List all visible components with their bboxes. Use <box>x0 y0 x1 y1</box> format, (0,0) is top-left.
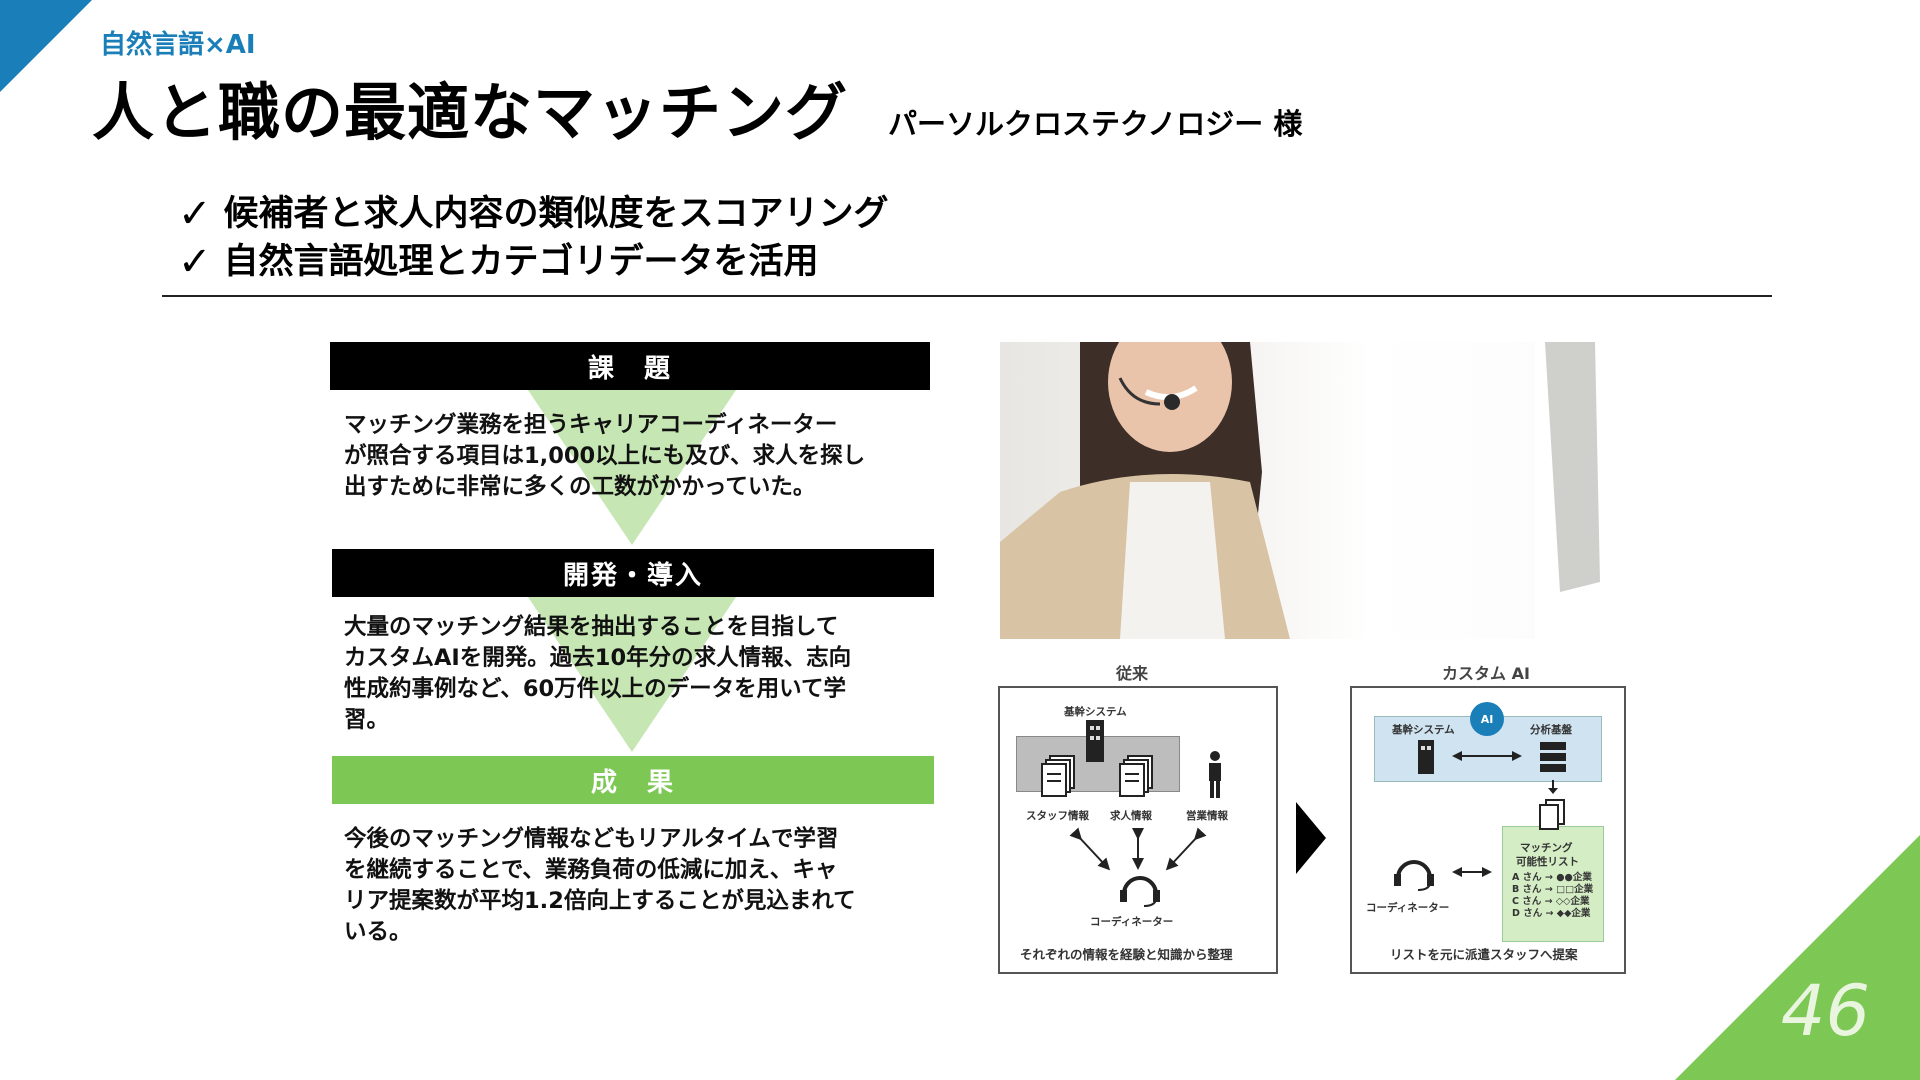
analysis-base-label: 分析基盤 <box>1530 724 1572 736</box>
job-info-label: 求人情報 <box>1110 810 1152 822</box>
after-diagram: 基幹システム 分析基盤 AI マッチング 可能性リスト A さん → ●●企業 … <box>1350 686 1626 974</box>
sales-info-label: 営業情報 <box>1186 810 1228 822</box>
before-footer: それぞれの情報を経験と知識から整理 <box>1020 947 1233 962</box>
ai-badge: AI <box>1470 702 1504 736</box>
corner-decoration-top-left <box>0 0 92 92</box>
matching-list-title: 可能性リスト <box>1516 856 1579 868</box>
client-name: パーソルクロステクノロジー 様 <box>888 107 1303 141</box>
check-item: ✓ 自然言語処理とカテゴリデータを活用 <box>178 238 889 286</box>
document-stack-icon <box>1119 755 1153 797</box>
building-icon <box>1418 740 1434 774</box>
bidirectional-arrow <box>1452 867 1492 877</box>
flow-panel: 課 題 マッチング業務を担うキャリアコーディネーター が照合する項目は1,000… <box>330 342 935 962</box>
list-item: B さん → □□企業 <box>1512 884 1594 895</box>
matching-list-title: マッチング <box>1520 842 1573 854</box>
connection-arrows <box>1069 827 1207 871</box>
before-diagram: 基幹システム スタッフ情報 求人情報 営業情報 <box>998 686 1278 974</box>
issue-header: 課 題 <box>330 342 930 390</box>
checkmark-icon: ✓ <box>178 191 212 237</box>
check-item-text: 候補者と求人内容の類似度をスコアリング <box>223 194 889 234</box>
next-arrow-icon <box>1296 802 1326 874</box>
core-system-label: 基幹システム <box>1392 724 1455 736</box>
operator-illustration <box>1000 342 1618 639</box>
check-item-text: 自然言語処理とカテゴリデータを活用 <box>223 242 819 282</box>
down-arrow-icon <box>1548 780 1558 794</box>
core-system-label: 基幹システム <box>1064 706 1127 718</box>
matching-list-rows: A さん → ●●企業 B さん → □□企業 C さん → ◇◇企業 D さん… <box>1512 872 1593 920</box>
category-label: 自然言語×AI <box>100 30 256 60</box>
title-row: 人と職の最適なマッチング パーソルクロステクノロジー 様 <box>92 62 1302 152</box>
check-item: ✓ 候補者と求人内容の類似度をスコアリング <box>178 190 889 238</box>
page-title: 人と職の最適なマッチング <box>92 76 849 149</box>
document-stack-icon <box>1539 799 1565 830</box>
development-header: 開発・導入 <box>332 549 934 597</box>
result-text: 今後のマッチング情報などもリアルタイムで学習 を継続することで、業務負荷の低減に… <box>344 826 856 945</box>
check-list: ✓ 候補者と求人内容の類似度をスコアリング ✓ 自然言語処理とカテゴリデータを活… <box>178 190 889 286</box>
checkmark-icon: ✓ <box>178 239 212 285</box>
page-number: 46 <box>1780 970 1870 1052</box>
issue-text: マッチング業務を担うキャリアコーディネーター が照合する項目は1,000以上にも… <box>344 412 866 500</box>
headset-icon <box>1394 860 1434 891</box>
flow-arrow-1 <box>528 390 736 545</box>
headset-icon <box>1120 876 1160 907</box>
coordinator-label: コーディネーター <box>1090 916 1174 928</box>
building-icon <box>1086 720 1104 762</box>
before-label: 従来 <box>1116 664 1149 683</box>
divider <box>162 295 1772 297</box>
development-text: 大量のマッチング結果を抽出することを目指して カスタムAIを開発。過去10年分の… <box>344 614 852 733</box>
bidirectional-arrow <box>1452 751 1522 761</box>
after-label: カスタム AI <box>1442 664 1530 683</box>
corner-decoration-bottom-right <box>1675 835 1920 1080</box>
server-icon <box>1540 742 1566 772</box>
list-item: C さん → ◇◇企業 <box>1512 896 1590 907</box>
person-icon <box>1209 751 1221 798</box>
after-footer: リストを元に派遣スタッフへ提案 <box>1390 947 1578 962</box>
result-header: 成 果 <box>332 756 934 804</box>
document-stack-icon <box>1041 755 1075 797</box>
operator-photo <box>1000 342 1618 639</box>
list-item: A さん → ●●企業 <box>1512 872 1592 883</box>
staff-info-label: スタッフ情報 <box>1026 810 1089 822</box>
coordinator-label: コーディネーター <box>1366 902 1450 914</box>
flow-arrow-2 <box>528 597 736 752</box>
list-item: D さん → ◆◆企業 <box>1512 908 1591 919</box>
